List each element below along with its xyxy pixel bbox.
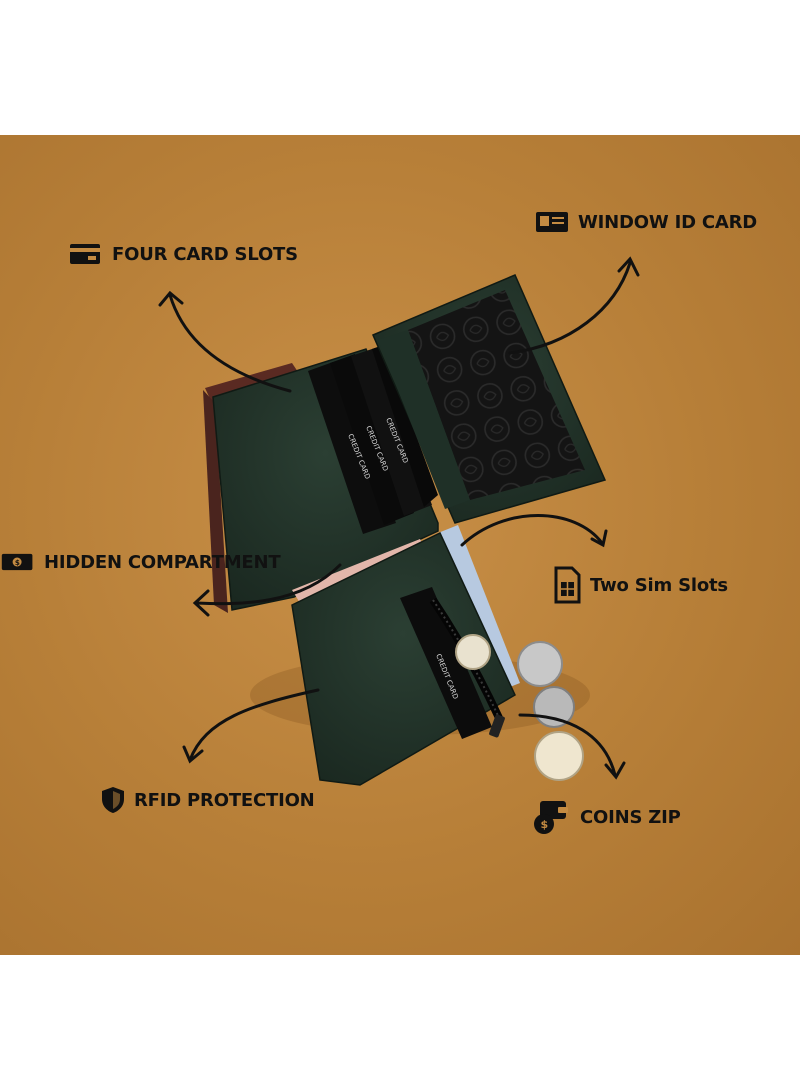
feature-coins-zip: $ COINS ZIP	[532, 798, 681, 836]
banknote-icon: $	[1, 553, 33, 571]
feature-label: WINDOW ID CARD	[578, 211, 758, 233]
brown-edge-side	[203, 390, 228, 613]
zipper-teeth	[432, 599, 501, 721]
feature-label: HIDDEN COMPARTMENT	[44, 551, 281, 573]
arrow-card-slots	[168, 293, 292, 393]
credit-card-icon	[70, 244, 100, 264]
sim-card	[438, 525, 520, 691]
sim-card-icon	[554, 566, 581, 604]
feature-label: RFID PROTECTION	[134, 789, 315, 811]
callout-arrows	[158, 256, 640, 780]
arrow-hidden	[194, 563, 342, 606]
zipper-pull	[489, 714, 505, 738]
id-window-pane	[408, 290, 585, 500]
lower-card	[400, 587, 492, 739]
wallet-scene: CREDIT CARD CREDIT CARD CREDIT CARD CRED…	[158, 256, 640, 786]
arrow-window-id	[508, 261, 632, 355]
coin-wallet-icon: $	[534, 801, 568, 834]
feature-label: FOUR CARD SLOTS	[112, 243, 298, 265]
svg-text:$: $	[15, 558, 20, 567]
feature-label: COINS ZIP	[580, 806, 681, 828]
id-card-icon	[536, 212, 568, 232]
id-flap-fold	[378, 330, 470, 509]
feature-window-id-card: WINDOW ID CARD	[534, 207, 757, 237]
arrow-coins	[518, 713, 617, 777]
shield-icon	[102, 787, 124, 813]
arrow-sim	[460, 514, 604, 547]
svg-text:$: $	[541, 818, 549, 831]
feature-label: Two Sim Slots	[590, 574, 728, 596]
feature-two-sim-slots: Two Sim Slots	[552, 565, 728, 605]
arrow-rfid	[188, 688, 320, 762]
credit-cards-stack: CREDIT CARD CREDIT CARD CREDIT CARD	[308, 345, 438, 534]
feature-hidden-compartment: $ HIDDEN COMPARTMENT	[0, 547, 281, 577]
product-photo: CREDIT CARD CREDIT CARD CREDIT CARD CRED…	[0, 135, 800, 955]
feature-four-card-slots: FOUR CARD SLOTS	[68, 239, 298, 269]
feature-rfid-protection: RFID PROTECTION	[100, 785, 315, 815]
coins	[455, 634, 584, 781]
